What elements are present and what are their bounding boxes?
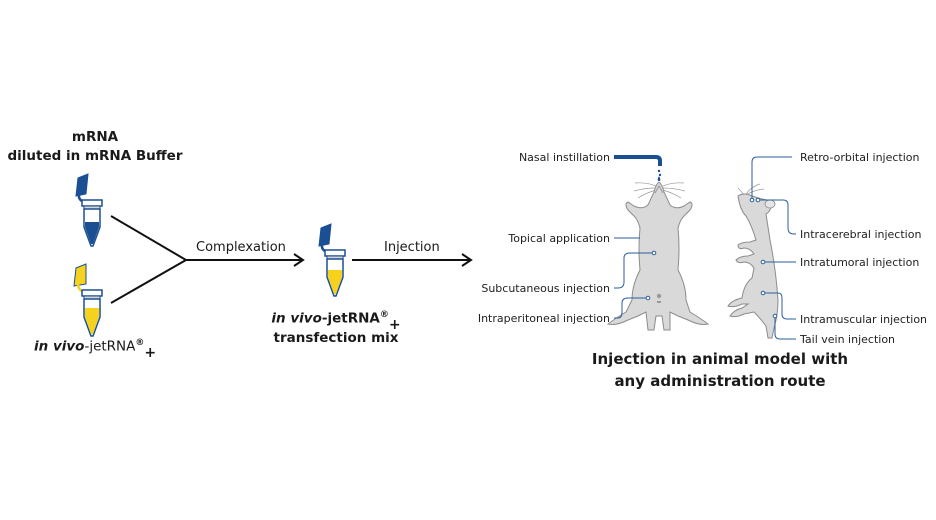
mrna-title-line1: mRNA xyxy=(71,129,119,145)
jetrna-label: in vivo-jetRNA®+ xyxy=(34,338,156,361)
conclusion-line2: any administration route xyxy=(614,372,826,390)
jetrna-label-italic: in vivo xyxy=(34,338,85,355)
merge-line-bottom xyxy=(110,259,187,304)
mrna-tube-icon xyxy=(75,173,103,247)
mrna-title-line2: diluted in mRNA Buffer xyxy=(7,148,183,164)
injection-arrow-icon xyxy=(352,253,473,267)
injection-label: Injection xyxy=(384,240,440,255)
conclusion-line1: Injection in animal model with xyxy=(591,350,849,368)
mix-tube-icon xyxy=(318,223,346,297)
mix-label-mark: ® xyxy=(379,310,389,320)
jetrna-label-mark: ® xyxy=(135,338,145,348)
mix-label-name: -jetRNA xyxy=(321,310,380,327)
route-nasal-label: Nasal instillation xyxy=(518,151,610,164)
jetrna-tube-icon xyxy=(73,263,103,337)
route-intraperitoneal-label: Intraperitoneal injection xyxy=(477,312,610,325)
jetrna-label-name: -jetRNA xyxy=(84,338,136,355)
mouse-lateral-icon xyxy=(727,183,779,339)
mouse-ventral-icon xyxy=(606,155,710,331)
jetrna-label-plus: + xyxy=(144,344,157,361)
route-topical-label: Topical application xyxy=(508,232,610,245)
route-intratumoral-label: Intratumoral injection xyxy=(800,256,920,269)
route-intramuscular-label: Intramuscular injection xyxy=(800,313,928,326)
route-intracerebral-label: Intracerebral injection xyxy=(800,228,922,241)
mix-label: in vivo-jetRNA®+ transfection mix xyxy=(256,306,416,348)
mrna-title: mRNA diluted in mRNA Buffer xyxy=(0,128,190,166)
pipette-icon xyxy=(614,155,662,166)
merge-line-top xyxy=(110,215,187,261)
mix-label-italic: in vivo xyxy=(271,310,322,327)
route-tail-vein-label: Tail vein injection xyxy=(800,333,896,346)
mix-label-line2: transfection mix xyxy=(273,329,399,346)
complexation-label: Complexation xyxy=(196,240,286,255)
mouse-lateral-callouts xyxy=(749,156,796,340)
route-retro-orbital-label: Retro-orbital injection xyxy=(800,151,920,164)
conclusion-title: Injection in animal model with any admin… xyxy=(570,348,870,392)
complexation-arrow-icon xyxy=(186,253,305,267)
route-subcutaneous-label: Subcutaneous injection xyxy=(481,282,610,295)
mix-label-plus: + xyxy=(388,316,401,333)
mouse-ventral-callouts xyxy=(614,237,657,319)
